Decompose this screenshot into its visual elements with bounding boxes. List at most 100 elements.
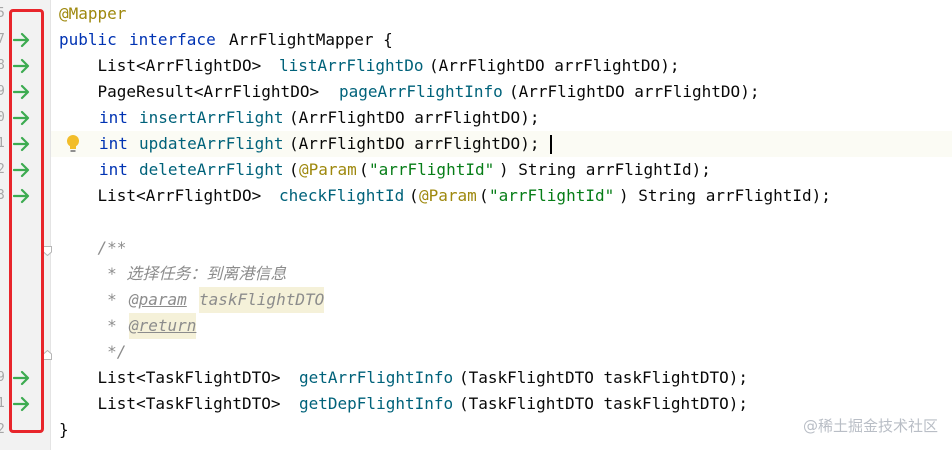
navigate-implementation-arrow-icon[interactable]	[12, 395, 31, 413]
gutter-line: 9	[0, 79, 50, 105]
watermark: @稀土掘金技术社区	[802, 417, 938, 435]
code-token: }	[59, 420, 69, 439]
code-line[interactable]: * @param taskFlightDTO	[51, 287, 952, 313]
code-token	[189, 287, 199, 313]
code-token: pageArrFlightInfo	[339, 82, 503, 101]
line-number: 7	[0, 32, 5, 47]
navigate-implementation-arrow-icon[interactable]	[12, 187, 31, 205]
navigate-implementation-arrow-icon[interactable]	[12, 109, 31, 127]
code-token: List<TaskFlightDTO>	[59, 368, 291, 387]
code-token: List<ArrFlightDO>	[59, 56, 271, 75]
code-token: @param	[129, 290, 187, 309]
line-number: 9	[0, 370, 5, 385]
code-token: (TaskFlightDTO taskFlightDTO);	[459, 368, 748, 387]
code-token: (	[409, 186, 419, 205]
code-token: getArrFlightInfo	[299, 368, 454, 387]
navigate-implementation-arrow-icon[interactable]	[12, 83, 31, 101]
code-token: (	[479, 186, 489, 205]
gutter-line: 1	[0, 391, 50, 417]
code-token: @Mapper	[59, 4, 127, 23]
code-token: List<TaskFlightDTO>	[59, 394, 291, 413]
code-token: getDepFlightInfo	[299, 394, 454, 413]
line-number: 1	[0, 396, 5, 411]
code-line[interactable]: List<TaskFlightDTO> getDepFlightInfo (Tas…	[51, 391, 952, 417]
code-token: @return	[129, 313, 197, 339]
gutter-line: 2	[0, 417, 50, 443]
code-token	[59, 157, 98, 183]
code-token: ) String arrFlightId);	[499, 160, 711, 179]
line-number: 2	[0, 162, 5, 177]
gutter-line: 8	[0, 53, 50, 79]
code-token: int	[99, 134, 138, 153]
line-number: 9	[0, 84, 5, 99]
code-line[interactable]: * @return	[51, 313, 952, 339]
line-number: 5	[0, 6, 5, 21]
code-token: "arrFlightId"	[489, 186, 615, 205]
line-number: 8	[0, 58, 5, 73]
intention-bulb-icon[interactable]	[64, 134, 82, 154]
code-line[interactable]: public interface ArrFlightMapper {	[51, 27, 952, 53]
code-token: taskFlightDTO	[199, 287, 325, 313]
code-token: listArrFlightDo	[279, 56, 424, 75]
code-token: @Param	[299, 160, 357, 179]
code-area[interactable]: @Mapper public interface ArrFlightMapper …	[51, 0, 952, 450]
code-token: insertArrFlight	[139, 108, 284, 127]
code-token: int	[99, 160, 138, 179]
navigate-implementation-arrow-icon[interactable]	[12, 135, 31, 153]
code-line[interactable]: List<ArrFlightDO> checkFlightId(@Param("…	[51, 183, 952, 209]
code-token: deleteArrFlight	[139, 160, 284, 179]
gutter-line: 5	[0, 1, 50, 27]
code-token: List<ArrFlightDO>	[59, 186, 271, 205]
code-token: PageResult<ArrFlightDO>	[59, 82, 329, 101]
line-number: 1	[0, 136, 5, 151]
code-token: updateArrFlight	[139, 134, 284, 153]
navigate-implementation-arrow-icon[interactable]	[12, 369, 31, 387]
code-token: (	[289, 160, 299, 179]
text-caret	[550, 135, 552, 154]
code-line[interactable]: int deleteArrFlight(@Param("arrFlightId"…	[51, 157, 952, 183]
line-number: 2	[0, 422, 5, 437]
code-token: * 选择任务：到离港信息	[59, 264, 287, 283]
code-token: int	[99, 108, 138, 127]
code-token: *	[59, 316, 127, 335]
code-line[interactable]: List<TaskFlightDTO> getArrFlightInfo (Tas…	[51, 365, 952, 391]
code-token: (	[359, 160, 369, 179]
code-line[interactable]: * 选择任务：到离港信息	[51, 261, 952, 287]
code-token	[59, 105, 98, 131]
code-line[interactable]: @Mapper	[51, 1, 952, 27]
code-token: interface	[129, 30, 226, 49]
code-token: /**	[59, 238, 127, 257]
code-token: public	[59, 30, 127, 49]
code-line[interactable]: */	[51, 339, 952, 365]
code-token: */	[59, 342, 127, 361]
navigate-implementation-arrow-icon[interactable]	[12, 161, 31, 179]
gutter-line: 2	[0, 157, 50, 183]
code-line[interactable]: }	[51, 417, 952, 443]
code-token: ) String arrFlightId);	[619, 186, 831, 205]
code-line[interactable]: /**	[51, 235, 952, 261]
code-line[interactable]: int insertArrFlight (ArrFlightDO arrFligh…	[51, 105, 952, 131]
code-token: @Param	[419, 186, 477, 205]
navigate-implementation-arrow-icon[interactable]	[12, 31, 31, 49]
code-token: ArrFlightMapper {	[229, 30, 393, 49]
code-line[interactable]: List<ArrFlightDO> listArrFlightDo (ArrFli…	[51, 53, 952, 79]
gutter-line: 7	[0, 27, 50, 53]
code-token: "arrFlightId"	[369, 160, 495, 179]
navigate-implementation-arrow-icon[interactable]	[12, 57, 31, 75]
code-token: (ArrFlightDO arrFlightDO);	[289, 134, 540, 153]
line-number: 0	[0, 110, 5, 125]
code-line[interactable]: PageResult<ArrFlightDO> pageArrFlightInf…	[51, 79, 952, 105]
code-token: (ArrFlightDO arrFlightDO);	[289, 108, 540, 127]
code-token: (ArrFlightDO arrFlightDO);	[429, 56, 680, 75]
code-line[interactable]	[51, 209, 952, 235]
code-token: (TaskFlightDTO taskFlightDTO);	[459, 394, 748, 413]
gutter-line: 9	[0, 365, 50, 391]
annotation-highlight-box	[9, 9, 44, 433]
line-number: 3	[0, 188, 5, 203]
code-token: checkFlightId	[279, 186, 405, 205]
code-token: (ArrFlightDO arrFlightDO);	[509, 82, 760, 101]
gutter-line: 3	[0, 183, 50, 209]
code-line[interactable]: int updateArrFlight (ArrFlightDO arrFligh…	[51, 131, 952, 157]
gutter-line: 0	[0, 105, 50, 131]
